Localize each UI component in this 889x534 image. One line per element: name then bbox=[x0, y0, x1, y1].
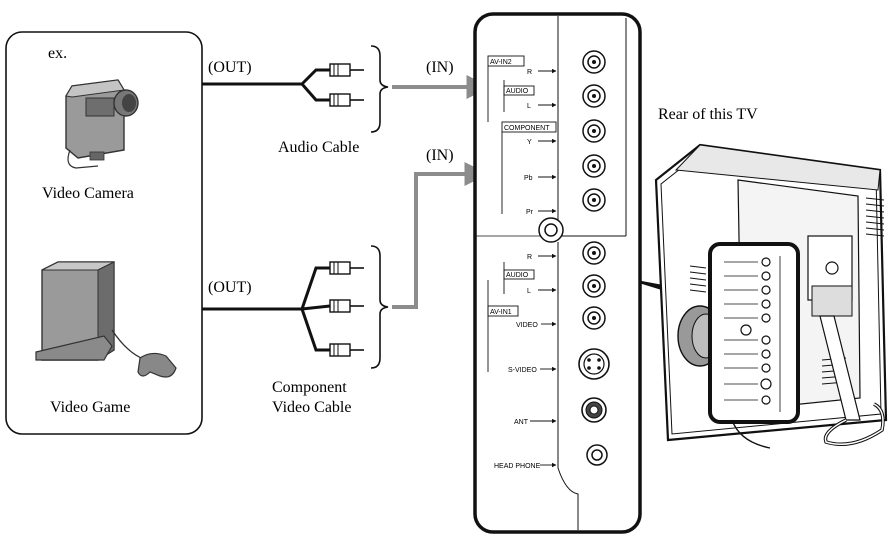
tv-jack-panel-highlight bbox=[708, 242, 800, 424]
jack-headphone bbox=[586, 444, 608, 466]
component-plug-y bbox=[329, 261, 364, 275]
panel-l-bottom: L bbox=[527, 288, 531, 295]
audio-in-label: (IN) bbox=[426, 59, 454, 76]
panel-pr: Pr bbox=[526, 209, 534, 216]
audio-out-label: (OUT) bbox=[208, 59, 252, 76]
source-devices-box: ex. Video Camera Video Game bbox=[5, 31, 203, 435]
audio-brace bbox=[370, 45, 389, 133]
component-plug-pr bbox=[329, 343, 364, 357]
jack-video-in1 bbox=[582, 306, 606, 330]
panel-av-in2-label: AV-IN2 bbox=[490, 59, 512, 66]
panel-l-top: L bbox=[527, 103, 531, 110]
tv-input-panel: AV-IN2 AUDIO COMPONENT R L Y Pb Pr R AUD… bbox=[473, 12, 642, 534]
component-signal-arrow bbox=[392, 162, 489, 309]
audio-plug-bottom bbox=[329, 93, 364, 107]
tv-rear-illustration bbox=[654, 143, 888, 449]
component-cable: (OUT) Component Video Cable (IN) bbox=[202, 147, 489, 416]
tv-stand bbox=[807, 235, 885, 446]
jack-component-y bbox=[582, 119, 606, 143]
panel-av-in1-label: AV-IN1 bbox=[490, 309, 512, 316]
panel-audio-bottom-label: AUDIO bbox=[506, 272, 529, 279]
jack-s-video bbox=[578, 348, 610, 380]
component-cable-label-2: Video Cable bbox=[272, 399, 351, 416]
component-brace bbox=[370, 245, 389, 369]
component-out-label: (OUT) bbox=[208, 279, 252, 296]
jack-audio-r-in1 bbox=[582, 241, 606, 265]
panel-video: VIDEO bbox=[516, 322, 538, 329]
jack-audio-l-in2 bbox=[582, 84, 606, 108]
panel-pb: Pb bbox=[524, 175, 533, 182]
tv-rear-label: Rear of this TV bbox=[658, 106, 758, 123]
panel-r-top: R bbox=[527, 69, 532, 76]
panel-component-label: COMPONENT bbox=[504, 125, 550, 132]
example-label: ex. bbox=[48, 45, 67, 62]
jack-component-pr bbox=[582, 188, 606, 212]
tv-mini-jacks bbox=[740, 257, 772, 405]
panel-r-bottom: R bbox=[527, 254, 532, 261]
panel-screw bbox=[538, 217, 564, 243]
vent-left bbox=[689, 265, 707, 293]
jack-audio-l-in1 bbox=[582, 274, 606, 298]
component-in-label: (IN) bbox=[426, 147, 454, 164]
jack-component-pb bbox=[582, 154, 606, 178]
video-game-icon bbox=[35, 261, 177, 378]
panel-headphone: HEAD PHONE bbox=[494, 463, 541, 470]
jack-antenna bbox=[581, 397, 607, 423]
video-game-label: Video Game bbox=[50, 399, 130, 416]
component-cable-label-1: Component bbox=[272, 379, 347, 396]
audio-cable-label: Audio Cable bbox=[278, 139, 359, 156]
audio-plug-top bbox=[329, 63, 364, 77]
jack-audio-r-in2 bbox=[582, 50, 606, 74]
vent-right bbox=[865, 197, 885, 237]
audio-cable: (OUT) Audio Cable (IN) bbox=[202, 45, 491, 156]
panel-ant: ANT bbox=[514, 419, 529, 426]
component-plug-pb bbox=[329, 299, 364, 313]
panel-s-video: S-VIDEO bbox=[508, 367, 537, 374]
panel-y: Y bbox=[527, 139, 532, 146]
video-camera-icon bbox=[65, 79, 139, 169]
panel-audio-top-label: AUDIO bbox=[506, 88, 529, 95]
video-camera-label: Video Camera bbox=[42, 185, 134, 202]
